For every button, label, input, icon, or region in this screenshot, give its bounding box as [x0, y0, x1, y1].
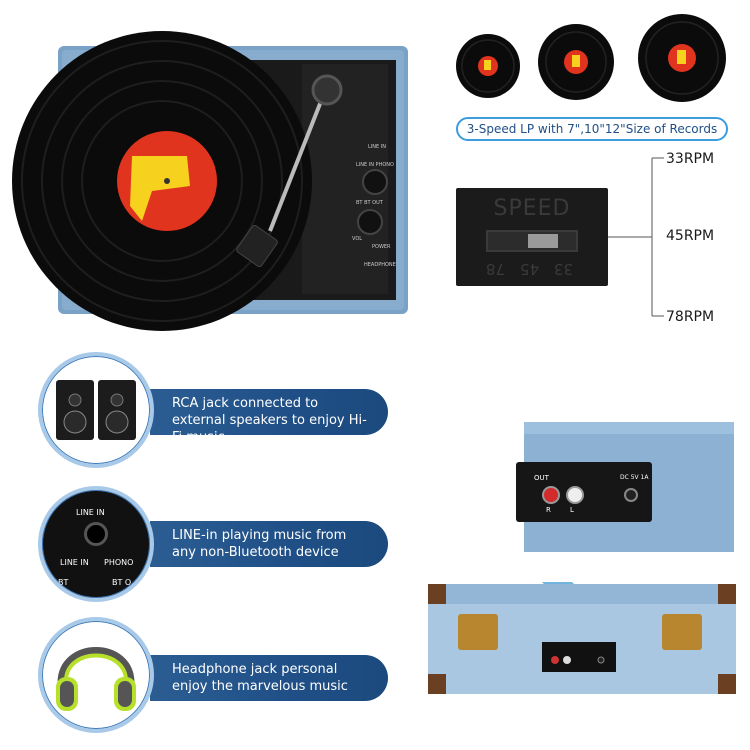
out-label: OUT: [534, 474, 549, 482]
record-sizes-caption: 3-Speed LP with 7",10"12"Size of Records: [456, 117, 728, 141]
dc-label: DC 5V 1A: [620, 474, 649, 481]
line-in-phono-panel-label: LINE IN PHONO: [356, 162, 394, 168]
record-12-inch: [638, 14, 726, 102]
rpm-45-label: 45RPM: [666, 228, 715, 244]
speed-mark-45: 45: [520, 260, 540, 278]
phono-label: PHONO: [104, 558, 134, 567]
headphone-caption-pill: Headphone jack personal enjoy the marvel…: [150, 655, 388, 701]
record-sizes-illustration: [456, 14, 726, 102]
headphones-icon: [56, 647, 136, 711]
speakers-circle: [38, 352, 154, 468]
rca-l-label: L: [570, 506, 574, 514]
speed-mark-78: 78: [486, 260, 506, 278]
rca-r-label: R: [546, 506, 551, 514]
speed-title: SPEED: [493, 196, 571, 221]
turntable-illustration: LINE IN LINE IN PHONO BT BT OUT POWER HE…: [12, 31, 408, 331]
vol-panel-label: VOL: [352, 236, 362, 242]
back-plate-zoom: OUT R L DC 5V 1A: [516, 462, 652, 522]
speakers-icon: [56, 380, 136, 440]
record-10-inch: [538, 24, 614, 100]
line-in-caption-pill: LINE-in playing music from any non-Bluet…: [150, 521, 388, 567]
bt-left-label: BT: [58, 578, 69, 587]
rpm-bracket: [608, 157, 664, 317]
speed-slider-knob: [528, 234, 558, 248]
line-in-caption: LINE-in playing music from any non-Bluet…: [172, 528, 347, 560]
headphone-panel-label: HEADPHONE: [364, 262, 396, 268]
turntable-product: LINE IN LINE IN PHONO BT BT OUT POWER HE…: [12, 26, 412, 336]
rca-jack-white: [566, 486, 584, 504]
headphone-caption: Headphone jack personal enjoy the marvel…: [172, 662, 348, 694]
rpm-33-label: 33RPM: [666, 151, 715, 167]
speed-mark-33: 33: [554, 260, 574, 278]
record-sizes: [452, 12, 732, 112]
rca-caption: RCA jack connected to external speakers …: [172, 396, 367, 445]
line-in-panel-label: LINE IN: [368, 144, 386, 150]
line-in-jack: [84, 522, 108, 546]
speed-switch-panel: SPEED 78 45 33: [456, 188, 608, 286]
rca-caption-pill: RCA jack connected to external speakers …: [150, 389, 388, 445]
dc-jack: [624, 488, 638, 502]
power-panel-label: POWER: [372, 244, 391, 250]
headphones-circle: [38, 617, 154, 733]
speed-slider-track: [486, 230, 578, 252]
line-in-top-label: LINE IN: [76, 508, 105, 517]
rca-jack-red: [542, 486, 560, 504]
record-7-inch: [456, 34, 520, 98]
bt-out-panel-label: BT BT OUT: [356, 200, 384, 206]
rpm-78-label: 78RPM: [666, 309, 715, 325]
bt-out-label: BT O: [112, 578, 132, 587]
line-in-left-label: LINE IN: [60, 558, 89, 567]
line-in-circle: LINE IN LINE IN PHONO BT BT O: [38, 486, 154, 602]
